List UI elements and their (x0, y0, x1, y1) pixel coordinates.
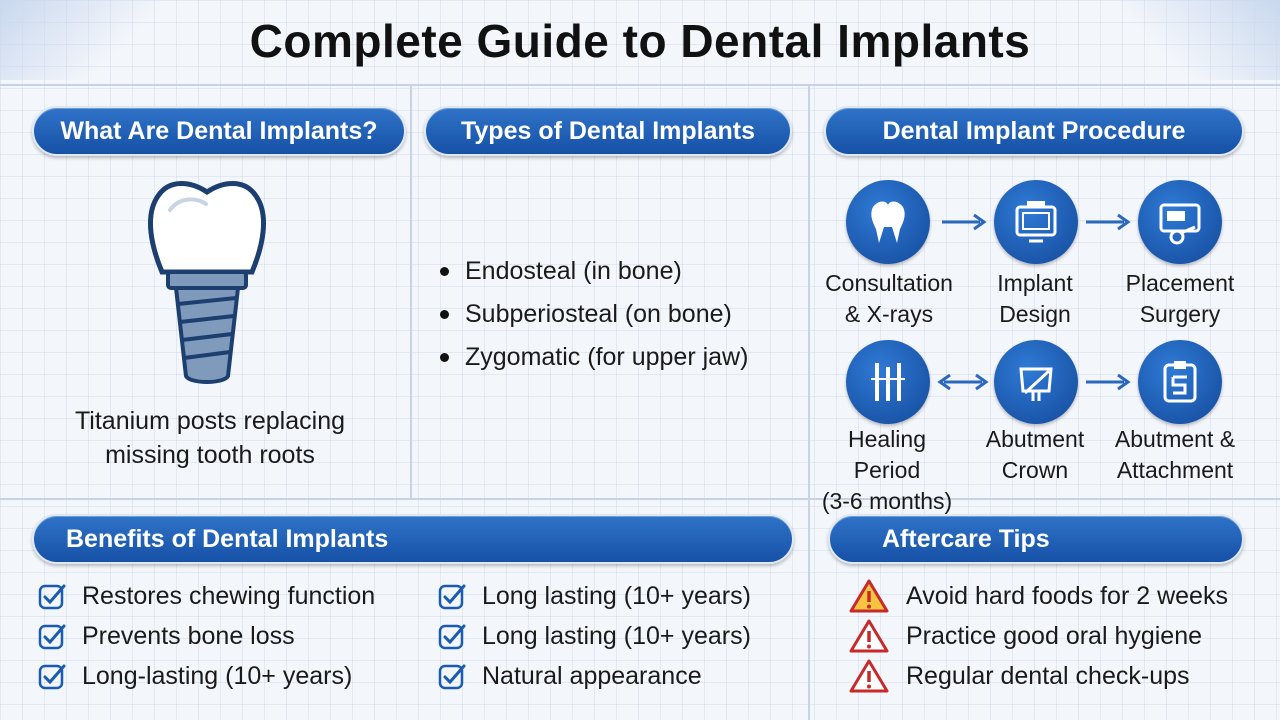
warning-icon (849, 619, 889, 653)
step-label-line: Design (999, 301, 1071, 327)
aftercare-heading-label: Aftercare Tips (882, 524, 1050, 553)
bullet-icon (440, 353, 449, 362)
step-label: Healing Period (3-6 months) (812, 424, 962, 517)
list-item: Practice good oral hygiene (848, 616, 1228, 656)
aftercare-heading: Aftercare Tips (828, 514, 1244, 564)
aftercare-list: Avoid hard foods for 2 weeks Practice go… (848, 576, 1228, 696)
divider (0, 84, 1280, 86)
arrow-double-icon (937, 373, 989, 391)
step-label: Abutment & Attachment (1100, 424, 1250, 486)
corner-decoration (1120, 0, 1280, 80)
list-item-label: Subperiosteal (on bone) (465, 300, 732, 328)
benefits-list-right: Long lasting (10+ years) Long lasting (1… (438, 576, 751, 696)
arrow-right-icon (1086, 373, 1131, 391)
list-item: Restores chewing function (38, 576, 375, 616)
checkbox-check-icon (38, 664, 66, 690)
list-item-label: Avoid hard foods for 2 weeks (906, 581, 1228, 610)
checkbox-check-icon (38, 584, 66, 610)
list-item: Avoid hard foods for 2 weeks (848, 576, 1228, 616)
list-item: Prevents bone loss (38, 616, 375, 656)
list-item: Long lasting (10+ years) (438, 576, 751, 616)
step-label: Abutment Crown (960, 424, 1110, 486)
checkbox-check-icon (438, 664, 466, 690)
tooth-icon (846, 180, 930, 264)
list-item-label: Restores chewing function (82, 581, 376, 610)
list-item-label: Practice good oral hygiene (906, 621, 1203, 650)
list-item-label: Natural appearance (482, 661, 702, 690)
caption-line: missing tooth roots (105, 441, 315, 469)
divider (808, 86, 810, 720)
list-item: Zygomatic (for upper jaw) (440, 336, 748, 379)
list-item-label: Zygomatic (for upper jaw) (465, 343, 749, 371)
benefits-list-left: Restores chewing function Prevents bone … (38, 576, 375, 696)
abutment-icon (994, 340, 1078, 424)
page-title: Complete Guide to Dental Implants (249, 15, 1031, 67)
list-item-label: Long lasting (10+ years) (482, 581, 751, 610)
divider (0, 498, 1280, 500)
list-item: Long-lasting (10+ years) (38, 656, 375, 696)
step-label-line: & X-rays (844, 301, 934, 327)
list-item: Subperiosteal (on bone) (440, 293, 748, 336)
list-item-label: Long lasting (10+ years) (482, 621, 751, 650)
step-label-line: Surgery (1139, 301, 1221, 327)
divider (410, 86, 412, 498)
what-heading: What Are Dental Implants? (32, 106, 406, 156)
step-label-line: Implant (997, 270, 1073, 296)
arrow-right-icon (1086, 213, 1131, 231)
step-label-line: Placement (1125, 270, 1235, 296)
list-item-label: Regular dental check-ups (906, 661, 1190, 690)
step-label: Implant Design (960, 268, 1110, 330)
benefits-heading-label: Benefits of Dental Implants (66, 524, 389, 553)
arrow-right-icon (942, 213, 987, 231)
step-label-line: Abutment & (1114, 426, 1236, 452)
tooth-implant-icon (140, 176, 274, 390)
what-caption: Titanium posts replacing missing tooth r… (40, 404, 380, 472)
step-label-line: Healing Period (848, 426, 926, 483)
bullet-icon (440, 310, 449, 319)
checkbox-check-icon (438, 584, 466, 610)
step-label-line: (3-6 months) (821, 488, 953, 514)
corner-decoration (0, 0, 160, 80)
step-label-line: Abutment (985, 426, 1085, 452)
types-heading-label: Types of Dental Implants (460, 116, 756, 145)
step-label-line: Consultation (825, 270, 953, 296)
list-item-label: Long-lasting (10+ years) (82, 661, 353, 690)
step-label-line: Attachment (1116, 457, 1234, 483)
bullet-icon (440, 267, 449, 276)
list-item: Regular dental check-ups (848, 656, 1228, 696)
checkbox-check-icon (438, 624, 466, 650)
benefits-heading: Benefits of Dental Implants (32, 514, 794, 564)
warning-icon (849, 659, 889, 693)
healing-icon (846, 340, 930, 424)
scan-monitor-icon (994, 180, 1078, 264)
list-item-label: Prevents bone loss (82, 621, 295, 650)
surgery-icon (1138, 180, 1222, 264)
attachment-icon (1138, 340, 1222, 424)
list-item: Endosteal (in bone) (440, 250, 748, 293)
step-label: Placement Surgery (1105, 268, 1255, 330)
procedure-heading: Dental Implant Procedure (824, 106, 1244, 156)
types-heading: Types of Dental Implants (424, 106, 792, 156)
types-list: Endosteal (in bone) Subperiosteal (on bo… (440, 250, 748, 379)
what-heading-label: What Are Dental Implants? (60, 116, 378, 145)
list-item: Natural appearance (438, 656, 751, 696)
caption-line: Titanium posts replacing (74, 407, 346, 435)
step-label-line: Crown (1001, 457, 1069, 483)
warning-icon (849, 579, 889, 613)
list-item-label: Endosteal (in bone) (465, 257, 682, 285)
step-label: Consultation & X-rays (814, 268, 964, 330)
list-item: Long lasting (10+ years) (438, 616, 751, 656)
procedure-heading-label: Dental Implant Procedure (882, 116, 1186, 145)
checkbox-check-icon (38, 624, 66, 650)
